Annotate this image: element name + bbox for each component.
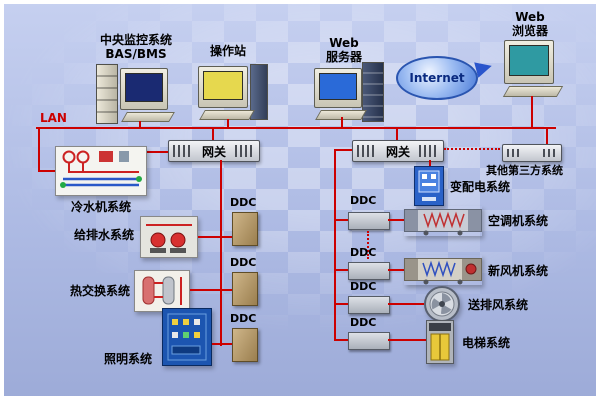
heat-exchange-system-label: 热交换系统	[70, 284, 131, 298]
monitor-screen	[125, 73, 163, 102]
computer-keyboard	[502, 86, 564, 97]
fresh-air-unit-image	[404, 255, 482, 285]
elevator-image	[426, 320, 454, 364]
connector-line	[38, 170, 55, 172]
vent-slots-icon	[173, 145, 193, 157]
exhaust-fan-image	[424, 286, 460, 322]
exhaust-system-label: 送排风系统	[468, 298, 529, 312]
ddc-label: DDC	[350, 194, 377, 207]
vent-slots-icon	[357, 145, 377, 157]
connector-line	[212, 343, 232, 345]
connector-line	[212, 129, 214, 140]
connector-line	[227, 119, 229, 128]
connector-line	[429, 160, 431, 166]
ddc-controller	[232, 212, 258, 246]
gateway-right-label: 网关	[385, 144, 410, 159]
connector-line	[334, 149, 352, 151]
lighting-panel-image	[162, 308, 212, 366]
web-browser-label-line2: 浏览器	[511, 24, 548, 38]
operator-station-label: 操作站	[209, 44, 246, 58]
ddc-label: DDC	[230, 312, 257, 325]
vent-slots-icon	[507, 149, 521, 157]
connector-line	[335, 219, 348, 221]
third-party-device	[502, 144, 562, 162]
web-server-label-line2: 服务器	[325, 50, 362, 64]
connector-line	[335, 303, 348, 305]
elevator-system-label: 电梯系统	[462, 336, 511, 350]
computer-tower	[362, 62, 384, 122]
connector-line	[335, 339, 348, 341]
computer-monitor	[504, 40, 554, 84]
computer-tower	[96, 64, 118, 124]
monitor-screen	[319, 73, 357, 100]
computer-monitor	[120, 68, 168, 110]
gateway-left-label: 网关	[201, 144, 226, 159]
connector-line	[388, 269, 404, 271]
ddc-label: DDC	[230, 196, 257, 209]
water-supply-system-label: 给排水系统	[74, 228, 135, 242]
ddc-controller	[348, 262, 390, 280]
central-system-label-line1: 中央监控系统	[99, 33, 172, 47]
gateway-right: 网关	[352, 140, 444, 162]
gateway-left: 网关	[168, 140, 260, 162]
connector-line	[388, 303, 424, 305]
dotted-connector-line	[444, 148, 500, 150]
ddc-controller	[232, 272, 258, 306]
computer-keyboard	[121, 112, 175, 122]
power-distribution-system-label: 变配电系统	[450, 180, 511, 194]
lan-line	[36, 127, 556, 129]
ddc-label: DDC	[350, 246, 377, 259]
web-server-label-line1: Web	[329, 36, 359, 50]
connector-line	[341, 117, 343, 128]
left-trunk-line	[220, 160, 222, 346]
air-conditioning-system-label: 空调机系统	[488, 214, 549, 228]
computer-tower	[250, 64, 268, 120]
connector-line	[147, 151, 168, 153]
connector-line	[139, 121, 141, 128]
internet-cloud: Internet	[396, 56, 478, 100]
third-party-system-label: 其他第三方系统	[486, 164, 563, 177]
chiller-system-label: 冷水机系统	[71, 200, 132, 214]
central-system-label-line2: BAS/BMS	[105, 47, 167, 61]
connector-line	[190, 289, 232, 291]
connector-line	[198, 236, 232, 238]
lighting-system-label: 照明系统	[104, 352, 153, 366]
arrow-icon	[474, 58, 494, 78]
fresh-air-system-label: 新风机系统	[488, 264, 549, 278]
right-trunk-line	[334, 149, 336, 341]
water-supply-image	[140, 216, 198, 258]
ddc-controller	[348, 332, 390, 350]
connector-line	[546, 129, 548, 144]
monitor-screen	[509, 45, 549, 76]
vent-slots-icon	[419, 145, 439, 157]
connector-line	[388, 219, 404, 221]
chiller-image	[55, 146, 147, 196]
air-conditioning-unit-image	[404, 206, 482, 236]
ddc-controller	[348, 296, 390, 314]
web-browser-label-line1: Web	[515, 10, 545, 24]
lan-label: LAN	[40, 111, 67, 125]
connector-line	[38, 129, 40, 171]
internet-label: Internet	[409, 71, 465, 85]
computer-monitor	[314, 68, 362, 108]
ddc-controller	[348, 212, 390, 230]
connector-line	[396, 129, 398, 140]
power-distribution-cabinet-image	[414, 166, 444, 206]
heat-exchange-image	[134, 270, 190, 312]
monitor-screen	[203, 71, 243, 100]
connector-line	[531, 96, 533, 128]
ddc-label: DDC	[350, 316, 377, 329]
ddc-label: DDC	[350, 280, 377, 293]
computer-monitor	[198, 66, 248, 108]
connector-line	[388, 339, 426, 341]
vent-slots-icon	[235, 145, 255, 157]
connector-line	[335, 269, 348, 271]
ddc-controller	[232, 328, 258, 362]
vent-slots-icon	[543, 149, 557, 157]
ddc-label: DDC	[230, 256, 257, 269]
dotted-connector-line	[367, 231, 369, 259]
